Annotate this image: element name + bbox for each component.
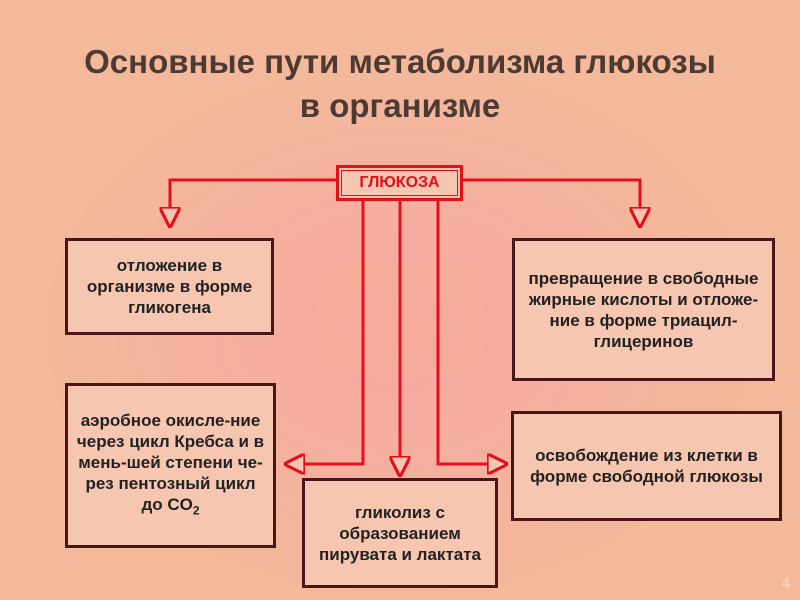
arrow-to-glycogen — [170, 178, 336, 226]
co2-subscript: 2 — [192, 503, 200, 518]
glycogen-box: отложение в организме в форме гликогена — [65, 238, 274, 335]
glycolysis-text: гликолиз с образованием пирувата и лакта… — [318, 502, 481, 564]
release-text: освобождение из клетки в форме свободной… — [530, 446, 763, 486]
arrow-to-release — [436, 201, 506, 464]
fatty-acids-box: превращение в свободные жирные кислоты и… — [512, 238, 775, 381]
aerobic-oxidation-box: аэробное окисле-ние через цикл Кребса и … — [65, 383, 276, 548]
glycolysis-box: гликолиз с образованием пирувата и лакта… — [302, 478, 498, 588]
aerobic-text: аэробное окисле-ние через цикл Кребса и … — [74, 410, 267, 521]
glucose-node: ГЛЮКОЗА — [336, 165, 463, 201]
title-line-1: Основные пути метаболизма глюкозы — [84, 43, 716, 80]
glucose-label: ГЛЮКОЗА — [359, 174, 440, 191]
glycogen-text: отложение в организме в форме гликогена — [86, 256, 253, 317]
page-number: 4 — [781, 575, 790, 592]
aerobic-main-text: аэробное окисле-ние через цикл Кребса и … — [76, 410, 265, 514]
page-title: Основные пути метаболизма глюкозы в орга… — [0, 40, 800, 128]
arrow-to-aerobic — [286, 201, 365, 464]
title-line-2: в организме — [299, 87, 501, 124]
arrow-to-fatty-acids — [463, 178, 640, 226]
release-box: освобождение из клетки в форме свободной… — [511, 411, 782, 521]
fatty-acids-text: превращение в свободные жирные кислоты и… — [528, 268, 759, 351]
